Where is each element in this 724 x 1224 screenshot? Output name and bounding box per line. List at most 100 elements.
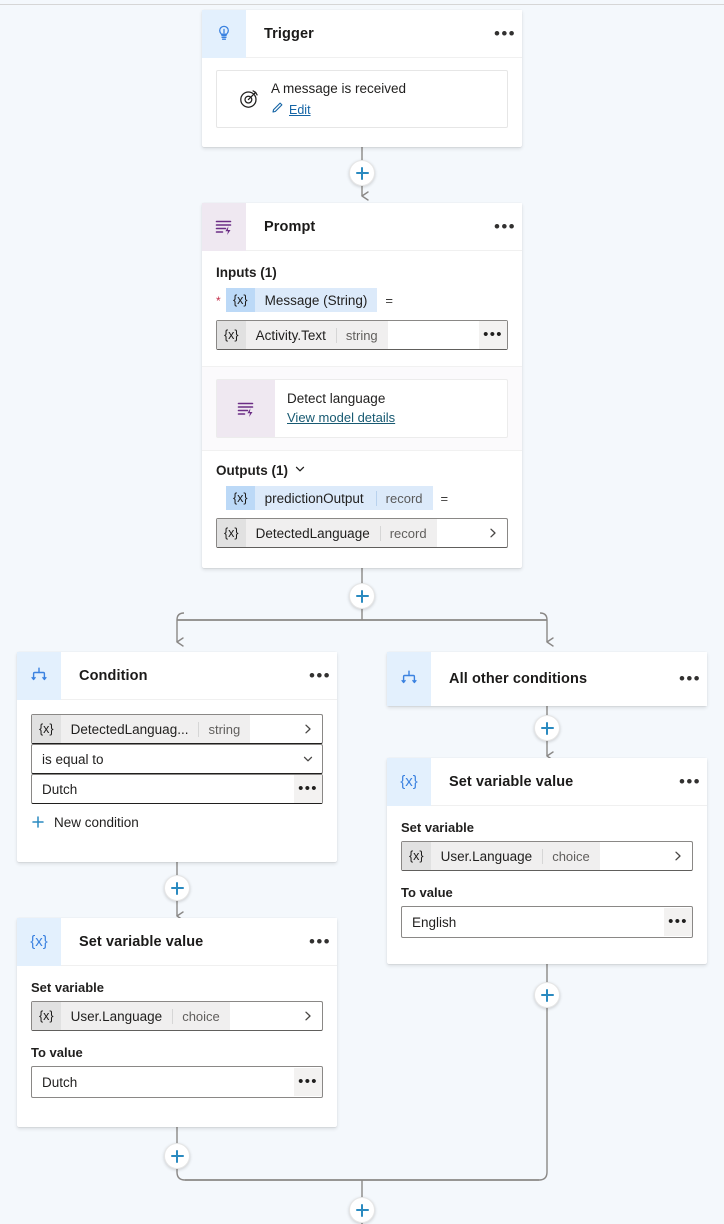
set-variable-right-value: English xyxy=(412,914,457,930)
prompt-lines-icon xyxy=(202,202,246,251)
new-condition-button[interactable]: New condition xyxy=(31,815,323,830)
prompt-output-value-token: {x} DetectedLanguage record xyxy=(217,519,437,547)
variable-xtag-icon: {x} xyxy=(226,486,255,510)
set-variable-left-to-value-label: To value xyxy=(31,1045,83,1060)
set-variable-right-to-value-label: To value xyxy=(401,885,453,900)
set-variable-right-more-button[interactable]: ••• xyxy=(678,771,702,791)
trigger-bulb-icon xyxy=(202,9,246,58)
prompt-output-param-row: {x} predictionOutput record = xyxy=(216,486,508,510)
chevron-right-icon[interactable] xyxy=(479,527,507,539)
trigger-more-button[interactable]: ••• xyxy=(493,23,517,43)
set-variable-left-variable-name: User.Language xyxy=(70,1008,163,1024)
prompt-body: Inputs (1) * {x} Message (String) = {x} … xyxy=(202,251,522,350)
add-step-after-all-other-conditions[interactable] xyxy=(534,715,560,741)
trigger-event-card[interactable]: A message is received Edit xyxy=(216,70,508,128)
prompt-model-title: Detect language xyxy=(287,391,386,406)
prompt-inputs-title: Inputs (1) xyxy=(216,265,277,280)
condition-value-field[interactable]: Dutch ••• xyxy=(31,774,323,804)
prompt-model-section: Detect language View model details xyxy=(202,366,522,450)
set-variable-left-header: {x} Set variable value ••• xyxy=(17,917,337,966)
all-other-conditions-more-button[interactable]: ••• xyxy=(678,669,702,688)
set-variable-right-variable-field[interactable]: {x} User.Language choice xyxy=(401,841,693,871)
node-all-other-conditions[interactable]: All other conditions ••• xyxy=(387,652,707,706)
set-variable-left-variable-token: {x} User.Language choice xyxy=(32,1002,230,1030)
chevron-right-icon[interactable] xyxy=(664,850,692,862)
view-model-details-link[interactable]: View model details xyxy=(287,410,396,425)
set-variable-left-value: Dutch xyxy=(42,1074,78,1090)
add-step-after-condition[interactable] xyxy=(164,875,190,901)
branch-icon xyxy=(17,651,61,700)
set-variable-left-value-field[interactable]: Dutch ••• xyxy=(31,1066,323,1098)
prompt-output-value-field[interactable]: {x} DetectedLanguage record xyxy=(216,518,508,548)
prompt-input-param[interactable]: {x} Message (String) xyxy=(226,288,378,312)
required-asterisk: * xyxy=(216,294,221,308)
all-other-conditions-title: All other conditions xyxy=(449,671,588,687)
condition-left-operand-field[interactable]: {x} DetectedLanguag... string xyxy=(31,714,323,744)
add-step-after-prompt[interactable] xyxy=(349,583,375,609)
prompt-output-param-type: record xyxy=(375,490,433,506)
prompt-title: Prompt xyxy=(264,218,316,235)
condition-title: Condition xyxy=(79,667,148,684)
chevron-down-icon[interactable] xyxy=(294,463,306,478)
condition-left-operand-name: DetectedLanguag... xyxy=(70,721,189,737)
set-variable-right-header: {x} Set variable value ••• xyxy=(387,757,707,806)
variable-xtag-icon: {x} xyxy=(32,715,61,743)
prompt-output-value-type: record xyxy=(379,525,437,541)
chevron-right-icon[interactable] xyxy=(294,1010,322,1022)
prompt-input-value-more-button[interactable]: ••• xyxy=(479,321,507,349)
condition-operator-select[interactable]: is equal to xyxy=(31,744,323,774)
set-variable-right-label: Set variable xyxy=(401,820,474,835)
node-set-variable-left[interactable]: {x} Set variable value ••• Set variable … xyxy=(17,917,337,1127)
prompt-input-equals: = xyxy=(385,292,393,308)
variable-xtag-icon: {x} xyxy=(226,288,255,312)
set-variable-left-body: Set variable {x} User.Language choice To… xyxy=(17,966,337,1114)
variable-icon: {x} xyxy=(17,917,61,966)
prompt-input-value-field[interactable]: {x} Activity.Text string ••• xyxy=(216,320,508,350)
set-variable-right-value-field[interactable]: English ••• xyxy=(401,906,693,938)
add-step-after-trigger[interactable] xyxy=(349,160,375,186)
condition-more-button[interactable]: ••• xyxy=(308,665,332,685)
trigger-event-text: A message is received Edit xyxy=(271,80,497,119)
prompt-output-param[interactable]: {x} predictionOutput record xyxy=(226,486,433,510)
prompt-input-param-row: * {x} Message (String) = xyxy=(216,288,508,312)
node-condition[interactable]: Condition ••• {x} DetectedLanguag... str… xyxy=(17,651,337,862)
add-step-after-set-variable-left[interactable] xyxy=(164,1143,190,1169)
set-variable-right-variable-name: User.Language xyxy=(440,848,533,864)
add-step-after-set-variable-right[interactable] xyxy=(534,982,560,1008)
node-set-variable-right[interactable]: {x} Set variable value ••• Set variable … xyxy=(387,757,707,964)
condition-left-operand-token: {x} DetectedLanguag... string xyxy=(32,715,251,743)
set-variable-left-more-button[interactable]: ••• xyxy=(308,931,332,951)
chevron-down-icon[interactable] xyxy=(294,753,322,765)
chevron-right-icon[interactable] xyxy=(294,723,322,735)
new-condition-label: New condition xyxy=(54,815,139,830)
prompt-input-value-token: {x} Activity.Text string xyxy=(217,321,388,349)
set-variable-right-value-more-button[interactable]: ••• xyxy=(664,908,692,936)
plus-icon xyxy=(31,815,45,830)
add-step-after-merge[interactable] xyxy=(349,1197,375,1223)
prompt-model-card[interactable]: Detect language View model details xyxy=(216,379,508,438)
pencil-icon xyxy=(271,101,284,119)
set-variable-right-body: Set variable {x} User.Language choice To… xyxy=(387,806,707,954)
set-variable-left-label: Set variable xyxy=(31,980,104,995)
set-variable-left-variable-field[interactable]: {x} User.Language choice xyxy=(31,1001,323,1031)
set-variable-left-value-more-button[interactable]: ••• xyxy=(294,1068,322,1096)
node-prompt[interactable]: Prompt ••• Inputs (1) * {x} Message (Str… xyxy=(202,202,522,568)
trigger-edit-row[interactable]: Edit xyxy=(271,101,497,119)
variable-xtag-icon: {x} xyxy=(402,842,431,870)
target-icon xyxy=(227,86,271,112)
trigger-edit-link[interactable]: Edit xyxy=(289,102,311,117)
variable-xtag-icon: {x} xyxy=(32,1002,61,1030)
node-trigger[interactable]: Trigger ••• A message is received xyxy=(202,9,522,147)
prompt-output-value-name: DetectedLanguage xyxy=(255,525,370,541)
condition-operator-value: is equal to xyxy=(42,751,104,767)
prompt-outputs-title: Outputs (1) xyxy=(216,463,288,478)
prompt-more-button[interactable]: ••• xyxy=(493,216,517,236)
prompt-outputs-title-row[interactable]: Outputs (1) xyxy=(216,463,508,478)
all-other-conditions-header: All other conditions ••• xyxy=(387,652,707,706)
variable-xtag-icon: {x} xyxy=(217,321,246,349)
condition-value-more-button[interactable]: ••• xyxy=(294,775,322,803)
prompt-model-text: Detect language View model details xyxy=(275,380,507,437)
trigger-header: Trigger ••• xyxy=(202,9,522,58)
set-variable-left-variable-type: choice xyxy=(172,1008,230,1024)
condition-header: Condition ••• xyxy=(17,651,337,700)
